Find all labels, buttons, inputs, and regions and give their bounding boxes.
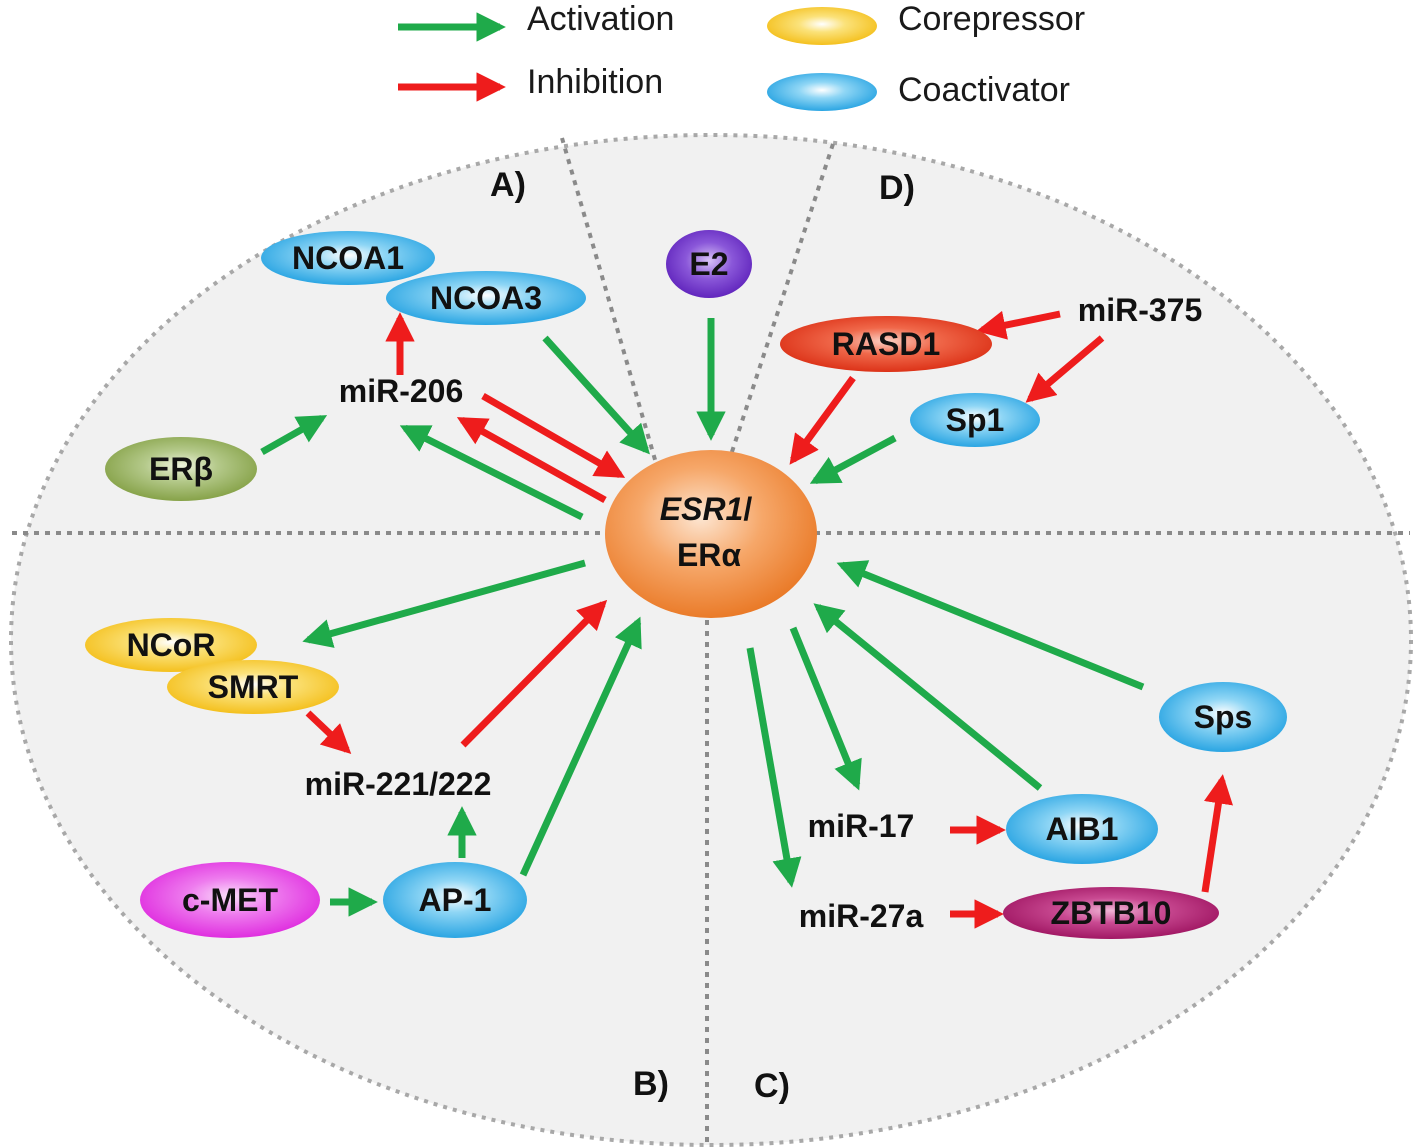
node-ncoa1-label: NCOA1 bbox=[292, 240, 404, 276]
legend-inhibition-label: Inhibition bbox=[527, 63, 663, 101]
legend-activation-label: Activation bbox=[527, 0, 674, 38]
arrow-sps-to-esr1 bbox=[836, 560, 1145, 691]
node-ncoa1: NCOA1 bbox=[261, 231, 435, 285]
legend-corepressor-swatch bbox=[767, 7, 877, 45]
node-zbtb10-label: ZBTB10 bbox=[1051, 895, 1172, 931]
arrow-rasd1-to-esr1 bbox=[789, 375, 856, 465]
arrow-esr1-to-mir206-activation bbox=[399, 424, 584, 521]
arrow-smrt-to-mir221 bbox=[305, 710, 352, 755]
arrow-aib1-to-esr1 bbox=[813, 603, 1043, 791]
legend: Activation Inhibition Corepressor Coacti… bbox=[398, 0, 1085, 111]
legend-coactivator-label: Coactivator bbox=[898, 71, 1070, 109]
node-sps: Sps bbox=[1159, 682, 1287, 752]
node-ncoa3-label: NCOA3 bbox=[430, 280, 542, 316]
node-esr1-label: ESR1/ bbox=[660, 491, 753, 527]
node-ncor-label: NCoR bbox=[127, 627, 216, 663]
divider-top-right bbox=[724, 143, 835, 471]
legend-corepressor-label: Corepressor bbox=[898, 0, 1085, 38]
node-zbtb10: ZBTB10 bbox=[1003, 887, 1219, 939]
node-ap1-label: AP-1 bbox=[419, 882, 492, 918]
quadrant-label-a: A) bbox=[490, 166, 526, 204]
node-mir17: miR-17 bbox=[808, 808, 915, 844]
arrow-zbtb10-to-sps bbox=[1201, 774, 1234, 893]
node-aib1-label: AIB1 bbox=[1046, 811, 1119, 847]
node-sps-label: Sps bbox=[1194, 699, 1253, 735]
node-mir27a: miR-27a bbox=[799, 898, 924, 934]
node-erb: ERβ bbox=[105, 437, 257, 501]
node-cmet-label: c-MET bbox=[182, 882, 278, 918]
node-ncoa3: NCOA3 bbox=[386, 271, 586, 325]
node-ap1: AP-1 bbox=[383, 862, 527, 938]
arrow-mir375-to-sp1 bbox=[1025, 335, 1105, 403]
node-esr1-era: ESR1/ ERα bbox=[605, 450, 817, 618]
node-era-label: ERα bbox=[677, 537, 741, 573]
arrow-sp1-to-esr1 bbox=[809, 434, 897, 485]
node-esr1-gene: ESR1 bbox=[660, 491, 744, 527]
arrow-esr1-to-ncor-smrt bbox=[302, 559, 586, 648]
divider-top-left bbox=[560, 137, 660, 471]
quadrant-label-b: B) bbox=[633, 1065, 669, 1103]
arrow-mir375-to-rasd1 bbox=[976, 310, 1061, 340]
node-ncor: NCoR bbox=[85, 618, 257, 672]
nodes: NCOA1 NCOA3 miR-206 ERβ E2 RASD1 miR-375… bbox=[85, 230, 1287, 939]
arrow-esr1-to-mir206-inhibition bbox=[456, 416, 607, 504]
quadrant-label-c: C) bbox=[754, 1067, 790, 1105]
arrows bbox=[260, 310, 1234, 929]
node-aib1: AIB1 bbox=[1006, 794, 1158, 864]
node-rasd1: RASD1 bbox=[780, 316, 992, 372]
node-sp1: Sp1 bbox=[910, 393, 1040, 447]
arrow-esr1-to-mir17 bbox=[789, 626, 862, 791]
node-e2-label: E2 bbox=[689, 246, 728, 282]
arrow-mir221-to-esr1 bbox=[460, 599, 608, 748]
arrow-esr1-to-mir27a bbox=[746, 647, 802, 888]
node-mir375: miR-375 bbox=[1078, 292, 1203, 328]
node-esr1-slash: / bbox=[743, 491, 752, 527]
node-smrt-label: SMRT bbox=[208, 669, 299, 705]
arrow-ap1-to-esr1 bbox=[519, 616, 642, 877]
node-cmet: c-MET bbox=[140, 862, 320, 938]
arrow-ncoa3-to-esr1 bbox=[542, 335, 650, 455]
node-e2: E2 bbox=[666, 230, 752, 298]
node-rasd1-label: RASD1 bbox=[832, 326, 940, 362]
node-smrt: SMRT bbox=[167, 660, 339, 714]
arrow-mir206-to-esr1 bbox=[481, 392, 626, 479]
node-sp1-label: Sp1 bbox=[946, 402, 1005, 438]
node-mir221-222: miR-221/222 bbox=[305, 766, 492, 802]
legend-coactivator-swatch bbox=[767, 73, 877, 111]
arrow-erb-to-mir206 bbox=[260, 414, 328, 456]
node-mir206: miR-206 bbox=[339, 373, 464, 409]
node-erb-label: ERβ bbox=[149, 451, 213, 487]
quadrant-label-d: D) bbox=[879, 169, 915, 207]
